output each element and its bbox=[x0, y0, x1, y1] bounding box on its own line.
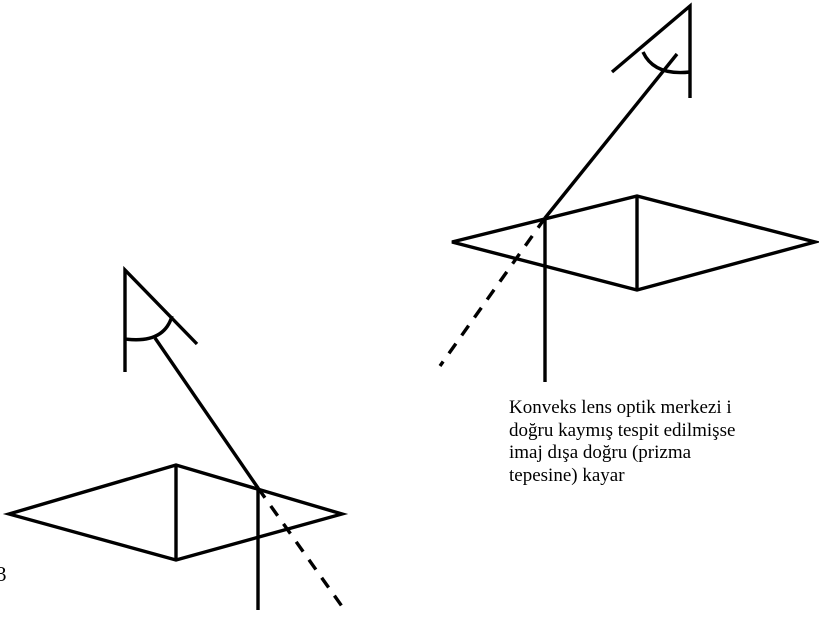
caption-line-2: doğru kaymış tespit edilmişse bbox=[509, 419, 736, 441]
lower-figure bbox=[2, 265, 349, 613]
lower-image-projection-dashed bbox=[256, 487, 348, 613]
caption-text: Konveks lens optik merkezi i doğru kaymı… bbox=[509, 397, 819, 487]
upper-convex-lens-outline bbox=[451, 194, 819, 292]
upper-figure bbox=[438, 2, 819, 382]
lower-eye-pupil-arc bbox=[124, 315, 174, 342]
upper-image-projection-dashed bbox=[438, 217, 547, 367]
page-number: 3 bbox=[0, 562, 7, 586]
upper-eye-icon bbox=[610, 2, 692, 98]
lower-sight-line bbox=[153, 337, 260, 489]
caption-line-3: imaj dışa doğru (prizma bbox=[509, 442, 692, 463]
caption-line-1: Konveks lens optik merkezi i bbox=[509, 397, 732, 418]
caption-line-4: tepesine) kayar bbox=[509, 464, 625, 486]
lower-convex-lens-outline bbox=[2, 463, 349, 562]
upper-eye-pupil-arc bbox=[641, 51, 691, 75]
lower-eye-icon bbox=[123, 265, 199, 372]
upper-sight-line bbox=[543, 52, 679, 220]
